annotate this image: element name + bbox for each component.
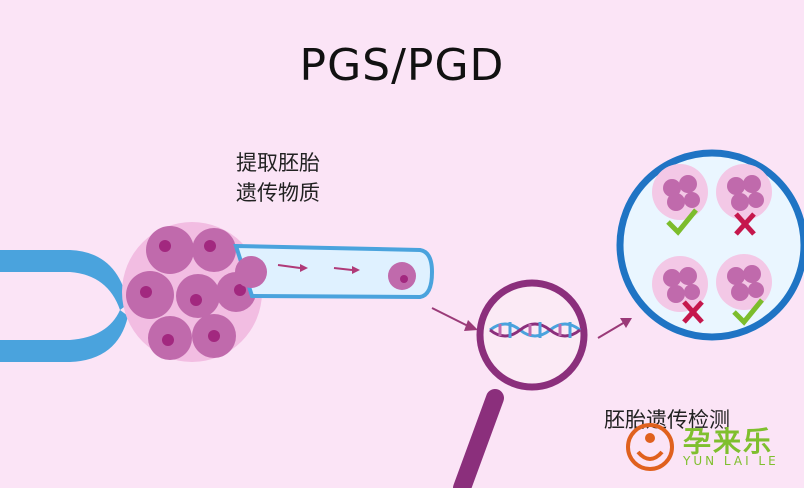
- logo-icon: [626, 423, 674, 471]
- extract-label-line2: 遗传物质: [236, 181, 320, 205]
- flow-arrow-1: [431, 307, 469, 327]
- embryo-result-1: [652, 164, 708, 236]
- extract-label-line1: 提取胚胎: [236, 151, 320, 175]
- check-icon: [732, 298, 764, 326]
- embryo: [122, 222, 262, 362]
- test-label: 胚胎遗传检测: [604, 408, 730, 432]
- logo-chinese: 孕来乐: [683, 425, 774, 458]
- holding-pipette: [0, 250, 128, 362]
- diagram-title: PGS/PGD: [299, 40, 505, 91]
- flow-arrow-2: [597, 321, 626, 339]
- logo-english: YUN LAI LE: [683, 454, 779, 468]
- brand-logo: 孕来乐 YUN LAI LE: [625, 420, 795, 480]
- embryo-result-2: [716, 164, 772, 236]
- embryo-result-4: [716, 254, 772, 326]
- extract-label: 提取胚胎 遗传物质: [236, 148, 320, 208]
- result-dish: [616, 149, 804, 341]
- magnifier: [453, 279, 588, 488]
- biopsy-pipette: [233, 243, 435, 300]
- cross-icon: [682, 300, 704, 324]
- cross-icon: [734, 212, 756, 236]
- dna-helix: [489, 322, 581, 338]
- check-icon: [666, 208, 698, 236]
- embryo-result-3: [652, 256, 708, 324]
